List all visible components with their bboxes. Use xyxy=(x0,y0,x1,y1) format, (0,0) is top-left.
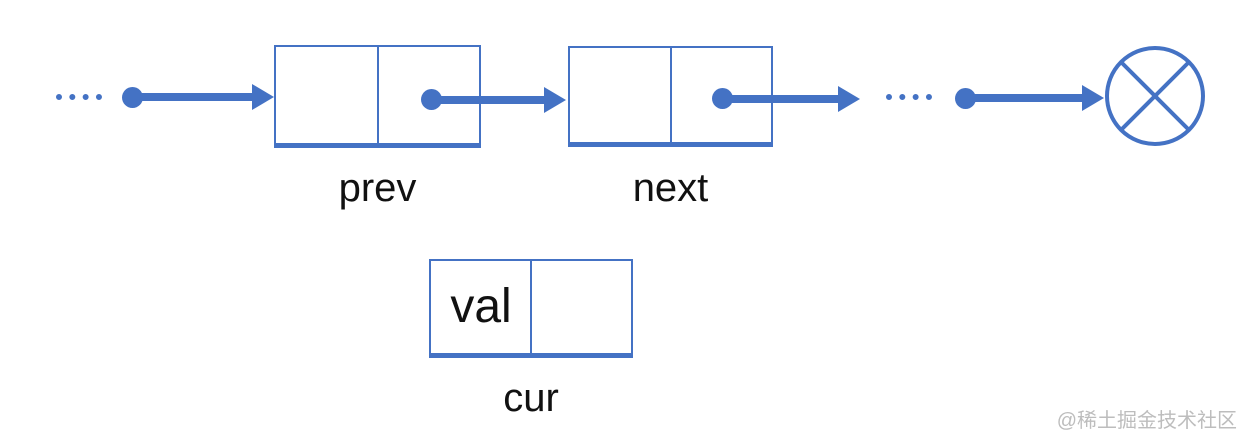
null-terminator-icon xyxy=(1105,46,1205,146)
node-cell-value xyxy=(276,47,378,143)
node-cell-pointer xyxy=(531,261,631,353)
node-label-prev: prev xyxy=(338,166,417,210)
cell-divider xyxy=(669,48,672,142)
arrow-shaft xyxy=(138,93,252,101)
arrow xyxy=(965,85,1104,111)
node-label-next: next xyxy=(632,166,709,210)
watermark: @稀土掘金技术社区 xyxy=(1056,410,1237,432)
node-next xyxy=(568,46,773,147)
node-cell-value: val xyxy=(431,261,531,353)
arrow xyxy=(722,86,860,112)
right-ellipsis-dots xyxy=(886,94,932,100)
left-ellipsis-dots xyxy=(56,94,102,100)
arrow xyxy=(138,84,274,110)
node-label-cur: cur xyxy=(503,376,559,420)
arrow-head-icon xyxy=(1082,85,1104,111)
node-cur: val xyxy=(429,259,633,358)
node-value-text: val xyxy=(450,280,512,333)
arrow-head-icon xyxy=(544,87,566,113)
pointer-dot xyxy=(122,87,143,108)
arrow-shaft xyxy=(722,95,838,103)
cell-divider xyxy=(376,47,379,143)
arrow-shaft xyxy=(431,96,544,104)
cell-divider xyxy=(530,261,532,353)
arrow xyxy=(431,87,566,113)
arrow-shaft xyxy=(965,94,1082,102)
arrow-head-icon xyxy=(252,84,274,110)
node-cell-value xyxy=(570,48,671,142)
arrow-head-icon xyxy=(838,86,860,112)
